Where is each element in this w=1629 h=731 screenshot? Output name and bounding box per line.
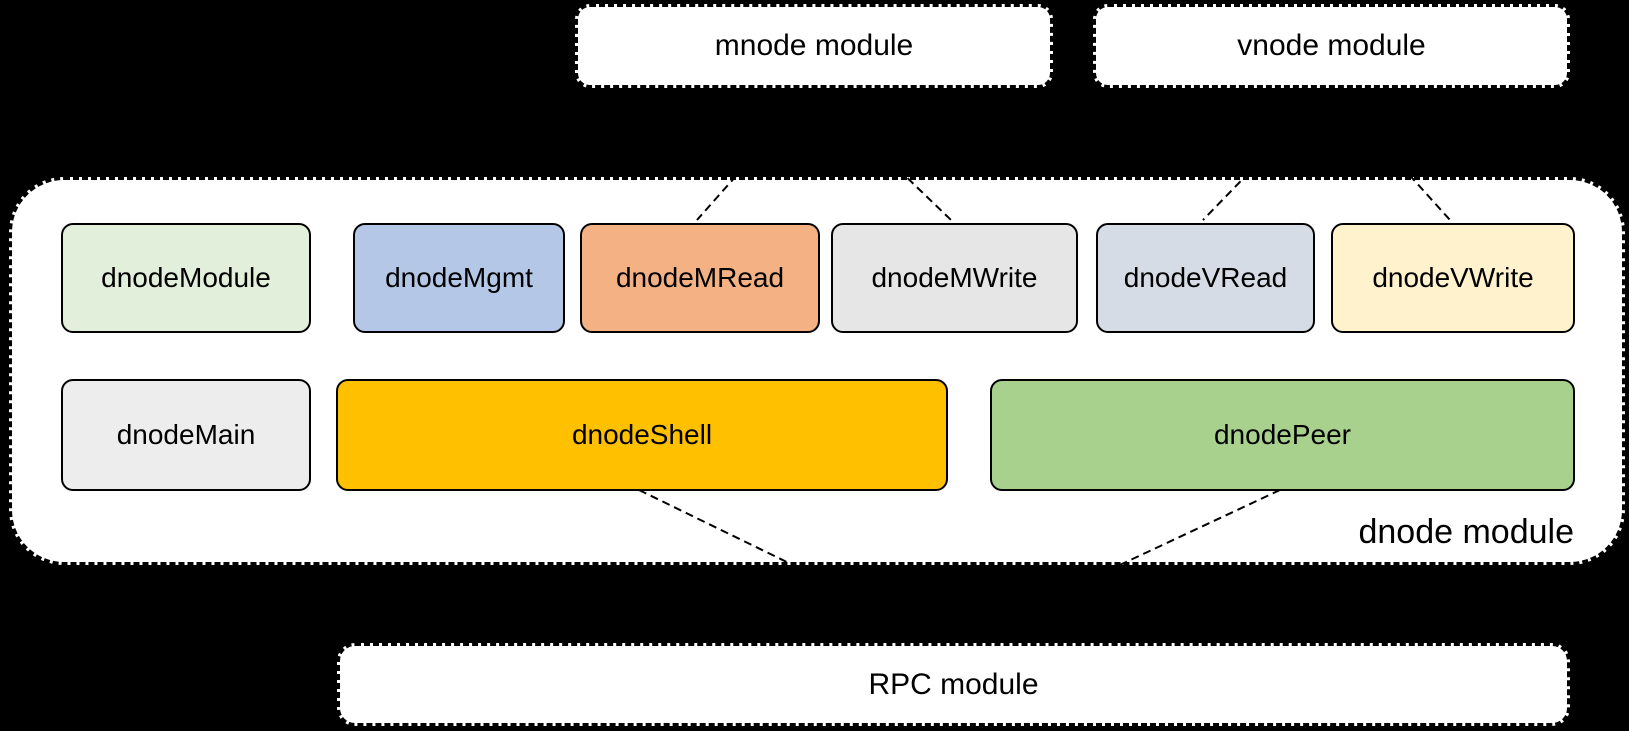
component-box-dnodeModule: dnodeModule <box>61 223 311 333</box>
vnode-module-label: vnode module <box>1237 29 1426 62</box>
component-label-dnodeModule: dnodeModule <box>101 262 271 293</box>
mnode-module-label: mnode module <box>714 29 914 62</box>
component-box-dnodeMain: dnodeMain <box>61 379 311 491</box>
component-box-dnodeMWrite: dnodeMWrite <box>831 223 1078 333</box>
component-label-dnodeMain: dnodeMain <box>116 419 256 450</box>
rpc-module-box: RPC module <box>337 643 1570 726</box>
rpc-module-label: RPC module <box>868 667 1039 701</box>
dnode-module-container: dnodeModule dnodeMgmt dnodeMRead dnodeMW… <box>9 177 1625 565</box>
vnode-module-box: vnode module <box>1093 4 1570 88</box>
component-box-dnodeShell: dnodeShell <box>336 379 948 491</box>
component-label-dnodeMRead: dnodeMRead <box>615 262 785 293</box>
component-label-dnodePeer: dnodePeer <box>1213 419 1351 450</box>
component-box-dnodeMRead: dnodeMRead <box>580 223 820 333</box>
component-label-dnodeShell: dnodeShell <box>571 419 713 450</box>
component-label-dnodeMgmt: dnodeMgmt <box>385 262 533 293</box>
component-label-dnodeVWrite: dnodeVWrite <box>1372 262 1534 293</box>
component-label-dnodeMWrite: dnodeMWrite <box>871 262 1038 293</box>
dnode-module-label: dnode module <box>1358 513 1574 551</box>
component-box-dnodeMgmt: dnodeMgmt <box>353 223 565 333</box>
component-box-dnodeVWrite: dnodeVWrite <box>1331 223 1575 333</box>
component-box-dnodePeer: dnodePeer <box>990 379 1575 491</box>
component-box-dnodeVRead: dnodeVRead <box>1096 223 1315 333</box>
component-label-dnodeVRead: dnodeVRead <box>1123 262 1288 293</box>
mnode-module-box: mnode module <box>575 4 1053 88</box>
